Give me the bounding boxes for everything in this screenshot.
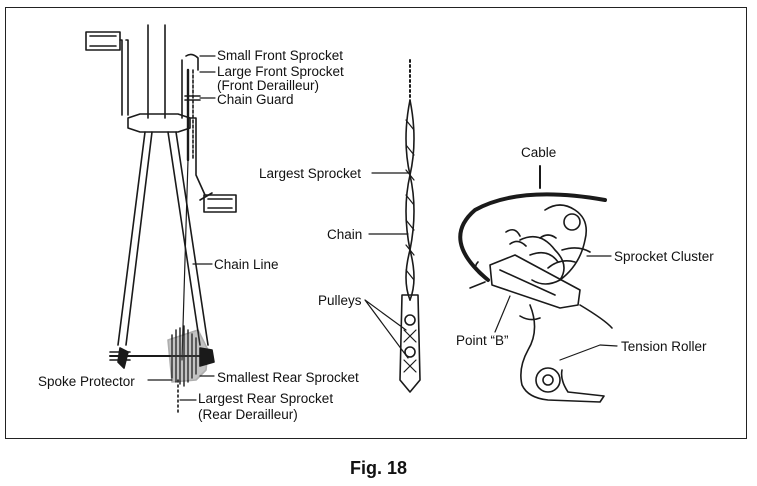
figure-caption: Fig. 18 [349, 458, 407, 478]
leader-lines [147, 55, 618, 401]
label-chain-guard: Chain Guard [217, 92, 294, 107]
chain-strip-drawing [399, 59, 421, 393]
label-largest-rear-sprocket: Largest Rear Sprocket [198, 391, 334, 406]
label-point-b: Point “B” [456, 333, 509, 348]
label-pulleys: Pulleys [318, 293, 362, 308]
label-largest-sprocket: Largest Sprocket [259, 166, 362, 181]
label-rear-derailleur: (Rear Derailleur) [198, 407, 298, 422]
bottom-pedal [203, 194, 237, 213]
label-cable: Cable [521, 145, 557, 160]
label-front-derailleur: (Front Derailleur) [217, 78, 320, 93]
label-small-front-sprocket: Small Front Sprocket [217, 48, 344, 63]
rear-derailleur-drawing [458, 192, 613, 403]
label-smallest-rear-sprocket: Smallest Rear Sprocket [217, 370, 359, 385]
label-spoke-protector: Spoke Protector [38, 374, 135, 389]
label-chain: Chain [327, 227, 363, 242]
label-tension-roller: Tension Roller [621, 339, 707, 354]
bottom-bracket [127, 113, 191, 133]
top-pedal [85, 31, 121, 51]
bicycle-frame-drawing [85, 24, 237, 416]
label-sprocket-cluster: Sprocket Cluster [614, 249, 714, 264]
label-chain-line: Chain Line [214, 257, 279, 272]
label-large-front-sprocket: Large Front Sprocket [217, 64, 344, 79]
figure-frame [5, 7, 747, 439]
